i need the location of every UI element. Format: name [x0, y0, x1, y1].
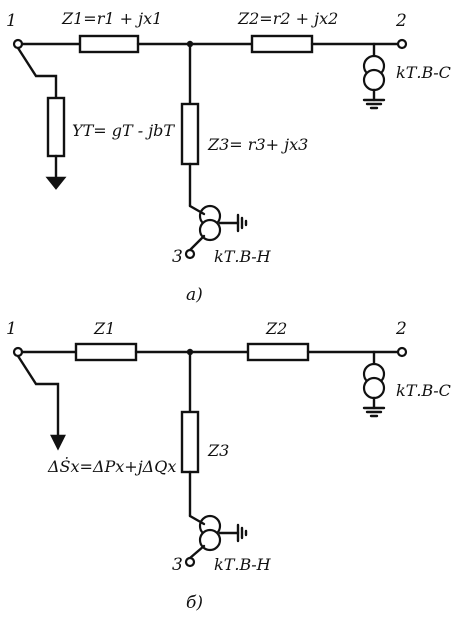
shunt-wire [16, 46, 58, 100]
k-vn-label: kТ.В-Н [214, 247, 272, 266]
load-arrow [50, 434, 66, 451]
z3b-label: Z3 [207, 441, 229, 460]
terminal-2b [396, 346, 408, 358]
node-1b-label: 1 [6, 319, 17, 339]
node-2-label: 2 [395, 11, 407, 31]
ground-arrow [45, 176, 67, 190]
load-wire [16, 354, 60, 440]
impedance-z3 [180, 102, 200, 166]
diagram-a: 1 2 Z1=r1 + jx1 Z2=r2 + jx2 YT= gT - jbT… [6, 9, 451, 305]
z3-label: Z3= r3+ jx3 [207, 135, 308, 154]
impedance-z2b [246, 342, 310, 362]
transformer-vn-b [188, 514, 248, 560]
diagram-b: 1 2 Z1 Z2 ΔṠx=ΔPx+jΔQx Z3 3 [6, 319, 451, 613]
impedance-z2 [250, 34, 314, 54]
sx-label: ΔṠx=ΔPx+jΔQx [47, 456, 176, 476]
z2-label: Z2=r2 + jx2 [237, 9, 338, 28]
k-vs-label: kТ.В-С [396, 63, 451, 82]
node-1-label: 1 [6, 11, 17, 31]
admittance-y [46, 96, 66, 158]
transformer-vn [188, 204, 248, 252]
y-label: YT= gT - jbT [72, 121, 175, 140]
impedance-z1 [78, 34, 140, 54]
caption-a: а) [186, 285, 203, 305]
impedance-z1b [74, 342, 138, 362]
z1-label: Z1=r1 + jx1 [61, 9, 162, 28]
node-2b-label: 2 [395, 319, 407, 339]
node-3b-label: 3 [172, 555, 183, 575]
caption-b: б) [186, 593, 203, 613]
k-vs-b-label: kТ.В-С [396, 381, 451, 400]
transformer-vs [362, 42, 386, 110]
z1b-label: Z1 [93, 319, 115, 338]
terminal-3 [184, 248, 196, 260]
transformer-vs-b [362, 350, 386, 418]
node-3-label: 3 [172, 247, 183, 267]
k-vn-b-label: kТ.В-Н [214, 555, 272, 574]
terminal-2 [396, 38, 408, 50]
z2b-label: Z2 [265, 319, 287, 338]
terminal-3b [184, 556, 196, 568]
impedance-z3b [180, 410, 200, 474]
